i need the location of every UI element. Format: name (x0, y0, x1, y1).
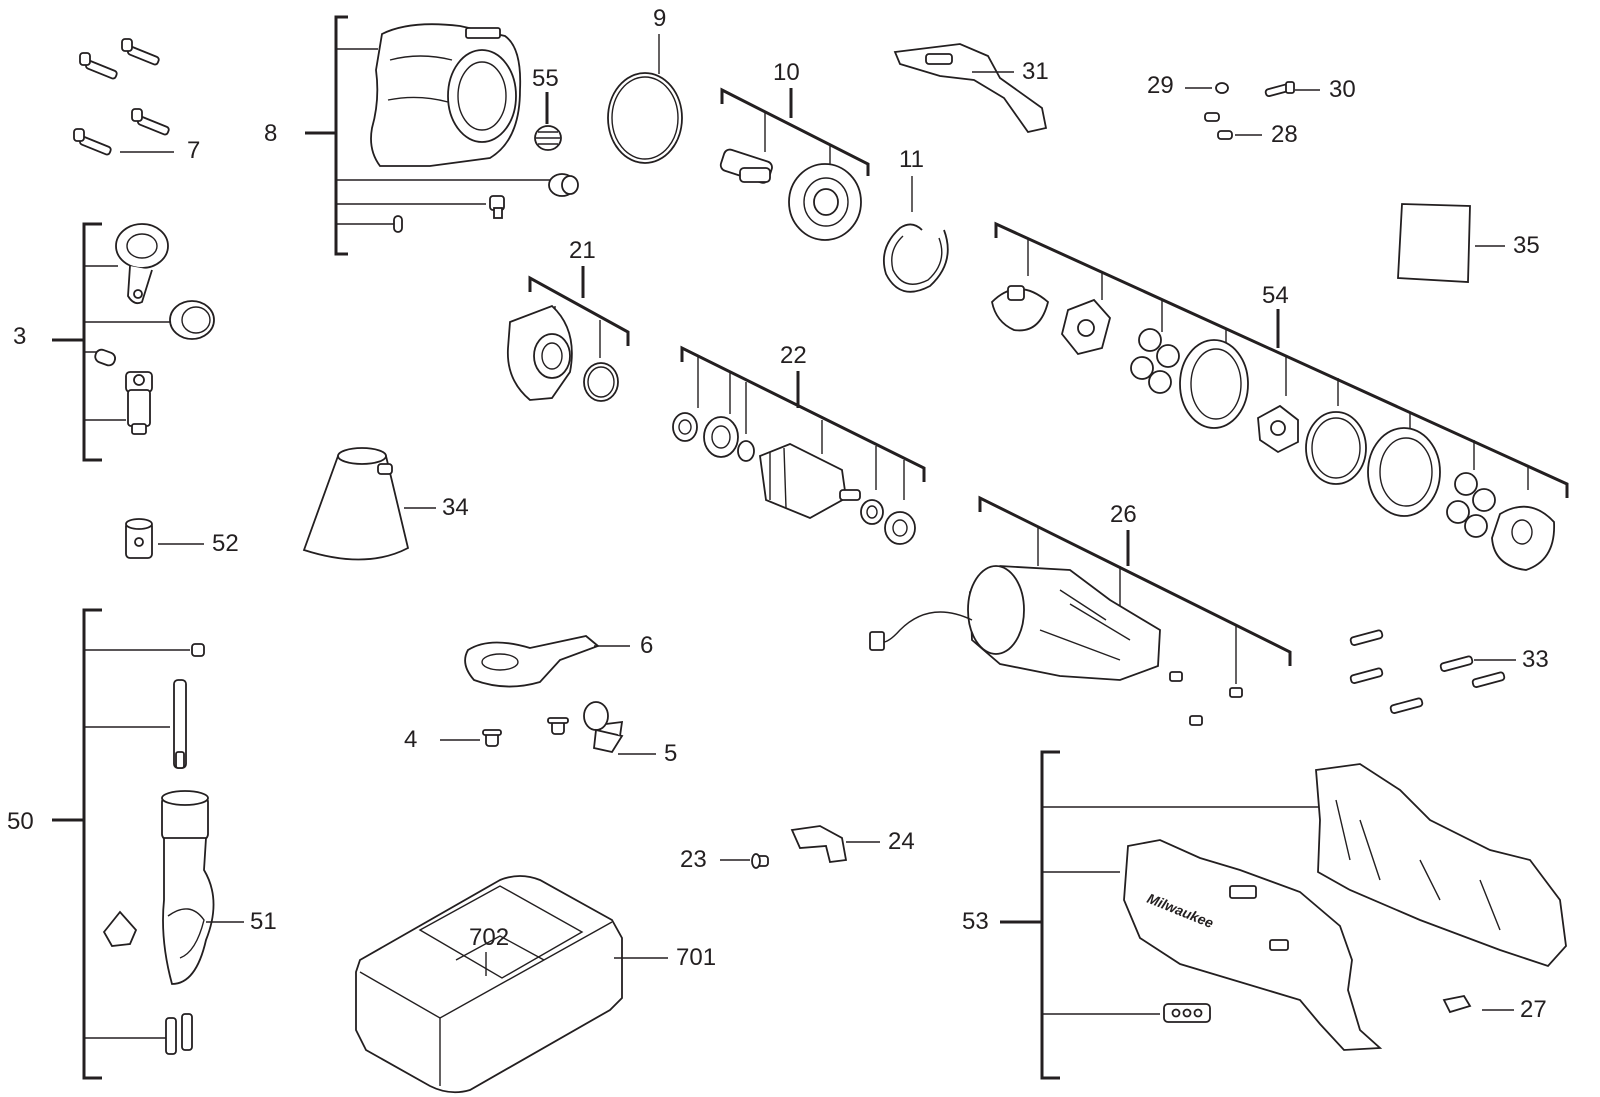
label-8: 8 (264, 120, 277, 147)
label-29: 29 (1147, 72, 1174, 99)
label-701: 701 (676, 944, 716, 971)
label-35: 35 (1513, 232, 1540, 259)
label-31: 31 (1022, 58, 1049, 85)
label-51: 51 (250, 908, 277, 935)
label-23: 23 (680, 846, 707, 873)
part-33-screws: 33 (1349, 629, 1549, 714)
part-26-motor-module: 26 (869, 495, 1292, 726)
label-52: 52 (212, 530, 239, 557)
label-6: 6 (640, 632, 653, 659)
label-33: 33 (1522, 646, 1549, 673)
part-29-washer: 29 (1147, 72, 1229, 99)
label-50: 50 (7, 808, 34, 835)
part-34-boot: 34 (302, 447, 469, 561)
label-30: 30 (1329, 76, 1356, 103)
label-54: 54 (1262, 282, 1289, 309)
label-27: 27 (1520, 996, 1547, 1023)
label-22: 22 (780, 342, 807, 369)
part-24-clip: 24 (790, 825, 915, 863)
label-5: 5 (664, 740, 677, 767)
part-22-rotor-assembly: 22 (672, 342, 926, 545)
part-701-carrying-case: 701 702 (355, 875, 716, 1094)
label-53: 53 (962, 908, 989, 935)
part-30-screw: 30 (1264, 76, 1356, 103)
part-11-retaining-ring: 11 (882, 146, 949, 293)
part-10-anvil-bearing: 10 (719, 59, 870, 241)
label-24: 24 (888, 828, 915, 855)
part-28-screws: 28 (1204, 112, 1298, 148)
part-27-clip: 27 (1442, 994, 1547, 1023)
part-35-label-plate: 35 (1397, 203, 1540, 283)
part-52-collar: 52 (125, 518, 239, 559)
part-4-pin: 4 (404, 726, 502, 753)
label-4: 4 (404, 726, 417, 753)
label-21: 21 (569, 237, 596, 264)
part-50-handle-assembly: 50 51 (7, 608, 277, 1080)
part-3-hammer-assembly: 3 (13, 222, 215, 462)
part-7-screws: 7 (73, 38, 200, 164)
label-9: 9 (653, 5, 666, 32)
label-7: 7 (187, 137, 200, 164)
part-23-screw: 23 (680, 846, 769, 873)
part-8-gear-housing: 8 (264, 15, 579, 256)
label-11: 11 (899, 146, 924, 173)
label-34: 34 (442, 494, 469, 521)
part-53-housing-set: 53 Milwaukee (962, 750, 1567, 1080)
part-6-plate: 6 (464, 632, 653, 688)
label-3: 3 (13, 323, 26, 350)
label-10: 10 (773, 59, 800, 86)
part-54-gear-set: 54 (991, 221, 1569, 571)
label-28: 28 (1271, 121, 1298, 148)
part-21-end-plate: 21 (507, 237, 630, 402)
label-55: 55 (532, 65, 559, 92)
part-31-lever: 31 (893, 43, 1049, 134)
label-26: 26 (1110, 501, 1137, 528)
label-702: 702 (469, 924, 509, 951)
part-5-knob: 5 (547, 701, 677, 767)
part-55-spring: 55 (532, 65, 562, 151)
part-9-o-ring: 9 (607, 5, 683, 164)
